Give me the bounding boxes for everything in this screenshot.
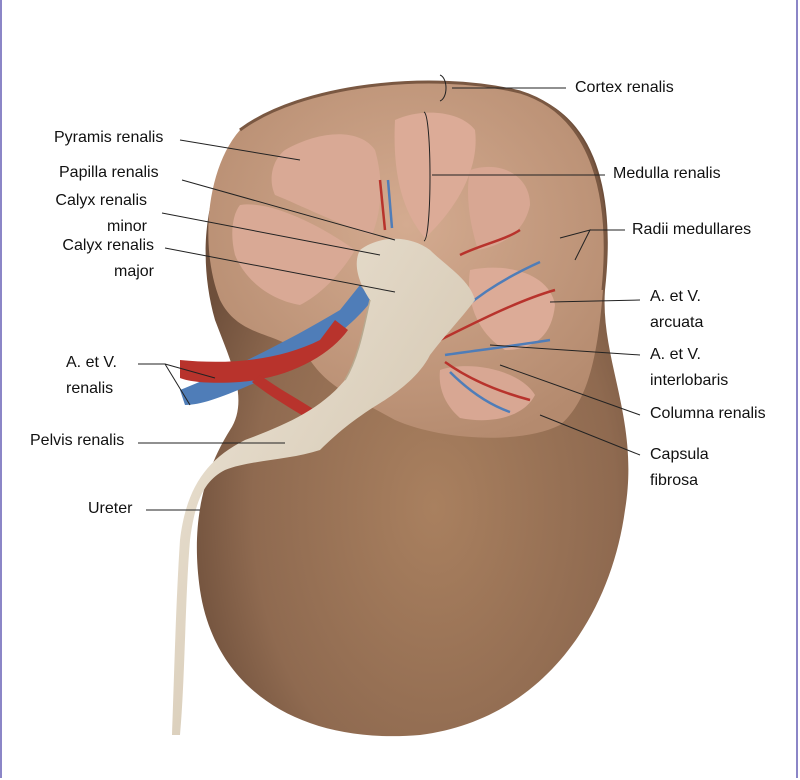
label-columna-renalis: Columna renalis: [650, 405, 766, 422]
label-renalis-line2: renalis: [66, 380, 114, 397]
pelvis-contour: [344, 299, 371, 381]
renal-artery-branch: [252, 375, 318, 420]
label-calyx-major-line1: Calyx renalis: [62, 237, 154, 254]
label-ureter: Ureter: [88, 500, 133, 517]
capsule-rim: [239, 80, 607, 291]
label-capsula-line2: fibrosa: [650, 472, 699, 489]
label-calyx-major: Calyx renalis major: [40, 233, 154, 285]
label-interlobaris-line2: interlobaris: [650, 372, 729, 389]
label-capsula-line1: Capsula: [650, 446, 709, 463]
label-pyramis-renalis: Pyramis renalis: [54, 129, 164, 146]
renal-pelvis: [172, 238, 475, 735]
label-arcuata: A. et V. arcuata: [650, 284, 703, 336]
label-arcuata-line1: A. et V.: [650, 288, 701, 305]
label-calyx-minor: Calyx renalis minor: [40, 188, 147, 240]
label-renalis-line1: A. et V.: [66, 354, 117, 371]
label-calyx-major-line2: major: [113, 263, 154, 280]
pyramid-3: [467, 166, 530, 250]
label-interlobaris-line1: A. et V.: [650, 346, 701, 363]
pyramid-6: [439, 366, 535, 421]
interlobar-vessels: [378, 179, 556, 414]
label-papilla-renalis: Papilla renalis: [59, 164, 159, 181]
label-medulla-renalis: Medulla renalis: [613, 165, 721, 182]
label-arcuata-line2: arcuata: [650, 314, 704, 331]
label-interlobaris: A. et V. interlobaris: [650, 342, 728, 394]
pyramid-4: [232, 204, 355, 305]
label-renalis-vessels: A. et V. renalis: [66, 350, 117, 402]
label-radii-medullares: Radii medullares: [632, 221, 752, 238]
leader-lines: [138, 74, 641, 511]
label-calyx-minor-line2: minor: [106, 218, 147, 235]
label-cortex-renalis: Cortex renalis: [575, 79, 674, 96]
renal-artery: [180, 320, 348, 383]
label-capsula-fibrosa: Capsula fibrosa: [650, 442, 709, 494]
label-calyx-minor-line1: Calyx renalis: [55, 192, 147, 209]
label-pelvis-renalis: Pelvis renalis: [30, 432, 125, 449]
